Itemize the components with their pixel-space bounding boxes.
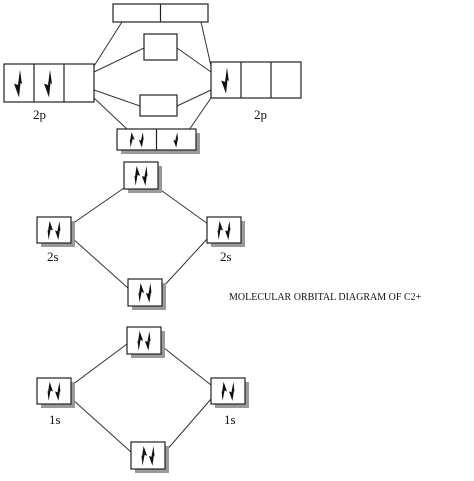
connector-line <box>93 97 129 131</box>
connector-line <box>93 21 123 67</box>
electron-up-arrow <box>217 220 223 240</box>
electron-down-arrow <box>229 381 235 401</box>
connector-line <box>164 398 212 453</box>
label-2p-left: 2p <box>33 107 46 122</box>
orbital-box-pi-star-2p <box>139 94 178 117</box>
electron-down-arrow <box>221 67 229 94</box>
atomic-orbital-2p-right <box>210 61 302 99</box>
electron-up-arrow <box>141 446 148 466</box>
electron-down-arrow <box>141 166 148 186</box>
electron-down-arrow <box>44 69 52 98</box>
electron-up-arrow <box>134 166 141 186</box>
connector-line <box>93 89 141 107</box>
connector-line <box>71 343 128 386</box>
label-2s-right: 2s <box>220 249 232 264</box>
label-1s-right: 1s <box>224 412 236 427</box>
connector-line <box>71 398 132 453</box>
electron-up-arrow <box>129 132 135 148</box>
orbital-box-sigma-2p <box>143 33 178 61</box>
label-2s-left: 2s <box>47 249 59 264</box>
electron-down-arrow <box>55 381 61 401</box>
diagram-title: MOLECULAR ORBITAL DIAGRAM OF C2+ <box>229 292 422 303</box>
connector-line <box>71 237 129 289</box>
electron-down-arrow <box>144 331 151 351</box>
connector-line <box>176 89 212 107</box>
connector-line <box>200 21 212 67</box>
orbital-box-sigma-star-2p <box>112 3 209 23</box>
connector-line <box>158 343 212 386</box>
orbital-box-sigma-star-2s <box>123 161 162 193</box>
electron-up-arrow <box>138 283 145 303</box>
electron-down-arrow <box>148 446 155 466</box>
electron-down-arrow <box>138 132 144 148</box>
electron-up-arrow <box>137 331 144 351</box>
atomic-orbital-2s-right <box>206 216 245 247</box>
electrons-layer <box>14 67 235 466</box>
electron-down-arrow <box>173 132 179 148</box>
electron-down-arrow <box>14 69 22 98</box>
orbital-box-pi-2p <box>116 128 200 154</box>
electron-up-arrow <box>47 381 53 401</box>
electron-down-arrow <box>55 220 61 240</box>
connector-line <box>176 47 212 73</box>
electron-down-arrow <box>145 283 152 303</box>
connector-lines <box>71 21 212 453</box>
connector-line <box>157 187 209 225</box>
connector-line <box>93 47 145 73</box>
connector-line <box>71 187 125 225</box>
connector-line <box>188 97 212 131</box>
electron-up-arrow <box>221 381 227 401</box>
electron-down-arrow <box>225 220 231 240</box>
electron-up-arrow <box>47 220 53 240</box>
atomic-orbital-1s-right <box>210 377 249 408</box>
connector-line <box>161 237 209 289</box>
label-1s-left: 1s <box>49 412 61 427</box>
label-2p-right: 2p <box>254 107 267 122</box>
